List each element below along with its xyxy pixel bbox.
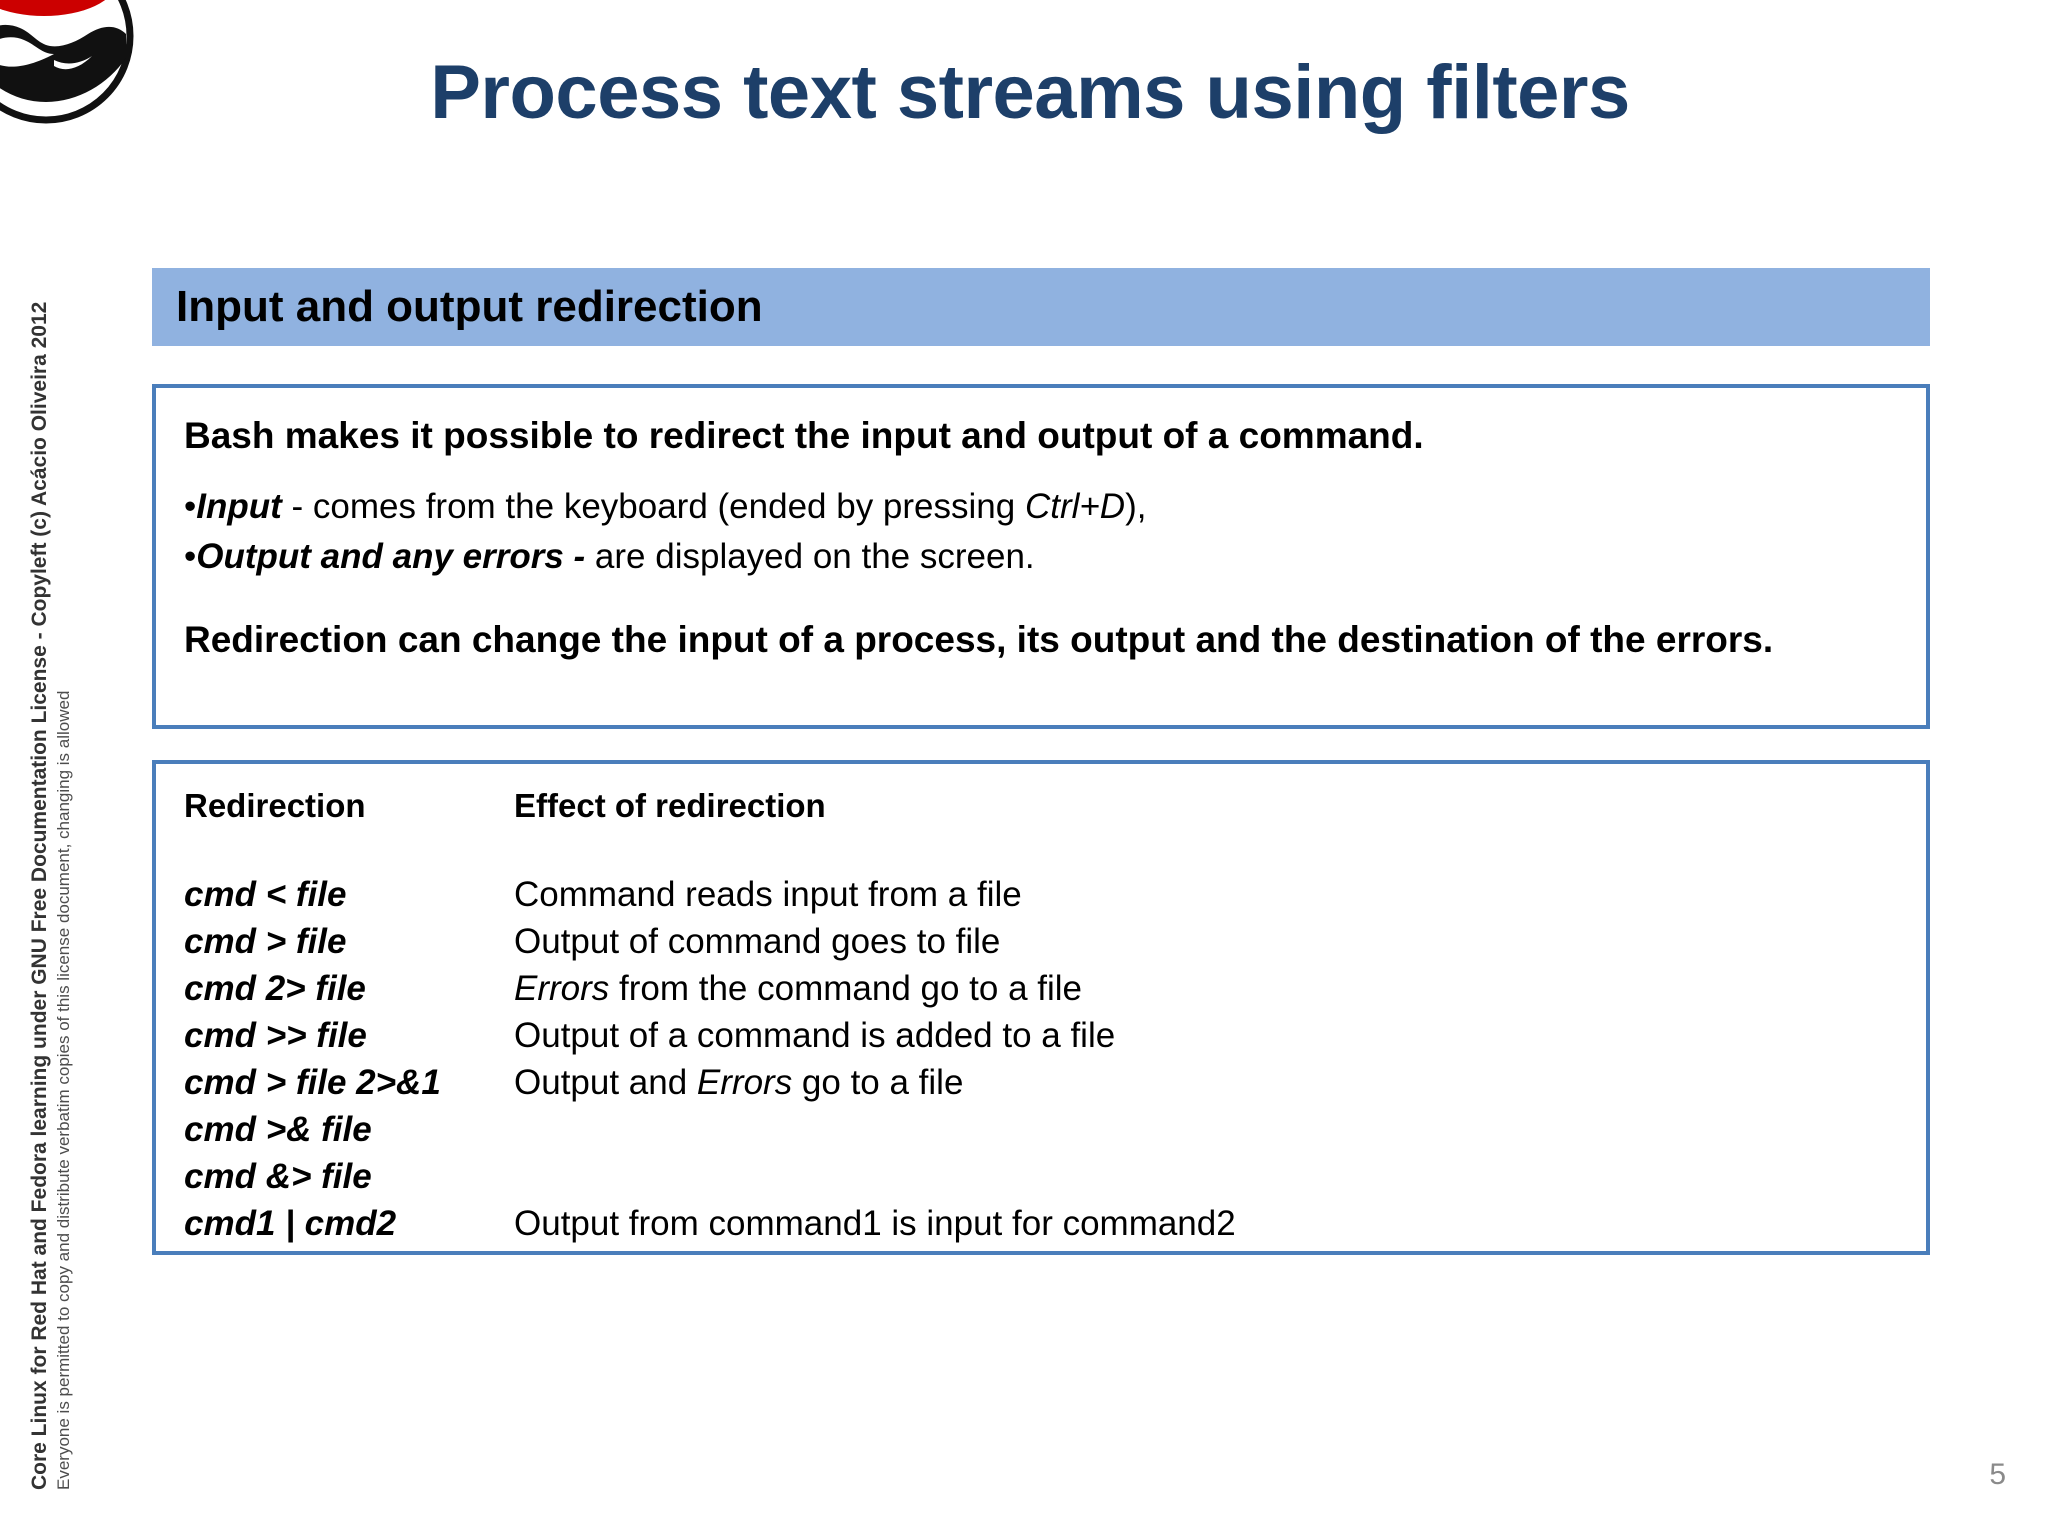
table-cell-effect bbox=[514, 1154, 1898, 1201]
intro-bullet-input-term: Input bbox=[196, 487, 282, 526]
table-cell-command: cmd1 | cmd2 bbox=[184, 1204, 397, 1243]
intro-spacer bbox=[184, 582, 1898, 616]
redirection-table-box: Redirection Effect of redirection cmd < … bbox=[152, 760, 1930, 1255]
table-cell-command: cmd 2> file bbox=[184, 969, 366, 1008]
effect-pre: Command reads input from a file bbox=[514, 875, 1022, 914]
effect-post: go to a file bbox=[792, 1063, 964, 1102]
section-header-bar: Input and output redirection bbox=[152, 268, 1930, 346]
table-cell-effect: Errors from the command go to a file bbox=[514, 966, 1898, 1013]
license-sidebar-secondary: Everyone is permitted to copy and distri… bbox=[54, 690, 73, 1490]
table-cell-command: cmd > file bbox=[184, 922, 347, 961]
table-row: cmd &> file bbox=[184, 1154, 1898, 1201]
table-header-row: Redirection Effect of redirection bbox=[184, 786, 1898, 872]
intro-closing-text: Redirection can change the input of a pr… bbox=[184, 619, 1774, 660]
bullet-dot-icon: • bbox=[184, 537, 197, 576]
effect-post: from the command go to a file bbox=[609, 969, 1083, 1008]
redirection-table: Redirection Effect of redirection cmd < … bbox=[184, 786, 1898, 1248]
intro-bullet-input: •Input - comes from the keyboard (ended … bbox=[184, 482, 1898, 532]
table-row: cmd < file Command reads input from a fi… bbox=[184, 872, 1898, 919]
table-cell-command: cmd < file bbox=[184, 875, 347, 914]
page-number: 5 bbox=[1989, 1458, 2006, 1491]
table-row: cmd > file Output of command goes to fil… bbox=[184, 919, 1898, 966]
effect-italic: Errors bbox=[696, 1063, 793, 1102]
table-header-effect: Effect of redirection bbox=[514, 787, 826, 824]
table-row: cmd >& file bbox=[184, 1107, 1898, 1154]
intro-content-box: Bash makes it possible to redirect the i… bbox=[152, 384, 1930, 729]
table-cell-command: cmd > file 2>&1 bbox=[184, 1063, 441, 1102]
license-sidebar-primary: Core Linux for Red Hat and Fedora learni… bbox=[28, 301, 51, 1490]
table-cell-effect: Output of command goes to file bbox=[514, 919, 1898, 966]
table-row: cmd > file 2>&1 Output and Errors go to … bbox=[184, 1060, 1898, 1107]
intro-bullet-input-text: - comes from the keyboard (ended by pres… bbox=[281, 487, 1025, 526]
license-sidebar: Core Linux for Red Hat and Fedora learni… bbox=[16, 302, 80, 1490]
bullet-dot-icon: • bbox=[184, 487, 197, 526]
table-cell-command: cmd >& file bbox=[184, 1110, 372, 1149]
table-cell-effect: Output of a command is added to a file bbox=[514, 1013, 1898, 1060]
table-cell-effect: Command reads input from a file bbox=[514, 872, 1898, 919]
page-title: Process text streams using filters bbox=[430, 50, 1630, 135]
section-header-title: Input and output redirection bbox=[176, 282, 763, 331]
effect-pre: Output and bbox=[514, 1063, 697, 1102]
intro-bullet-output-text: are displayed on the screen. bbox=[585, 537, 1035, 576]
table-cell-effect: Output and Errors go to a file bbox=[514, 1060, 1898, 1107]
table-cell-effect bbox=[514, 1107, 1898, 1154]
red-hat-shadowman-logo bbox=[0, 0, 134, 124]
table-cell-effect: Output from command1 is input for comman… bbox=[514, 1201, 1898, 1248]
table-row: cmd 2> file Errors from the command go t… bbox=[184, 966, 1898, 1013]
table-header-redirection: Redirection bbox=[184, 787, 366, 824]
intro-lead-text: Bash makes it possible to redirect the i… bbox=[184, 415, 1424, 456]
intro-bullet-input-tail: ), bbox=[1125, 487, 1147, 526]
effect-pre: Output of a command is added to a file bbox=[514, 1016, 1116, 1055]
table-cell-command: cmd >> file bbox=[184, 1016, 367, 1055]
table-row: cmd1 | cmd2 Output from command1 is inpu… bbox=[184, 1201, 1898, 1248]
intro-bullet-output-term: Output and any errors - bbox=[196, 537, 586, 576]
intro-bullet-input-shortcut: Ctrl+D bbox=[1024, 487, 1126, 526]
intro-bullet-output: •Output and any errors - are displayed o… bbox=[184, 532, 1898, 582]
effect-italic: Errors bbox=[514, 969, 610, 1008]
effect-pre: Output of command goes to file bbox=[514, 922, 1001, 961]
table-cell-command: cmd &> file bbox=[184, 1157, 372, 1196]
effect-pre: Output from command1 is input for comman… bbox=[514, 1204, 1236, 1243]
table-row: cmd >> file Output of a command is added… bbox=[184, 1013, 1898, 1060]
